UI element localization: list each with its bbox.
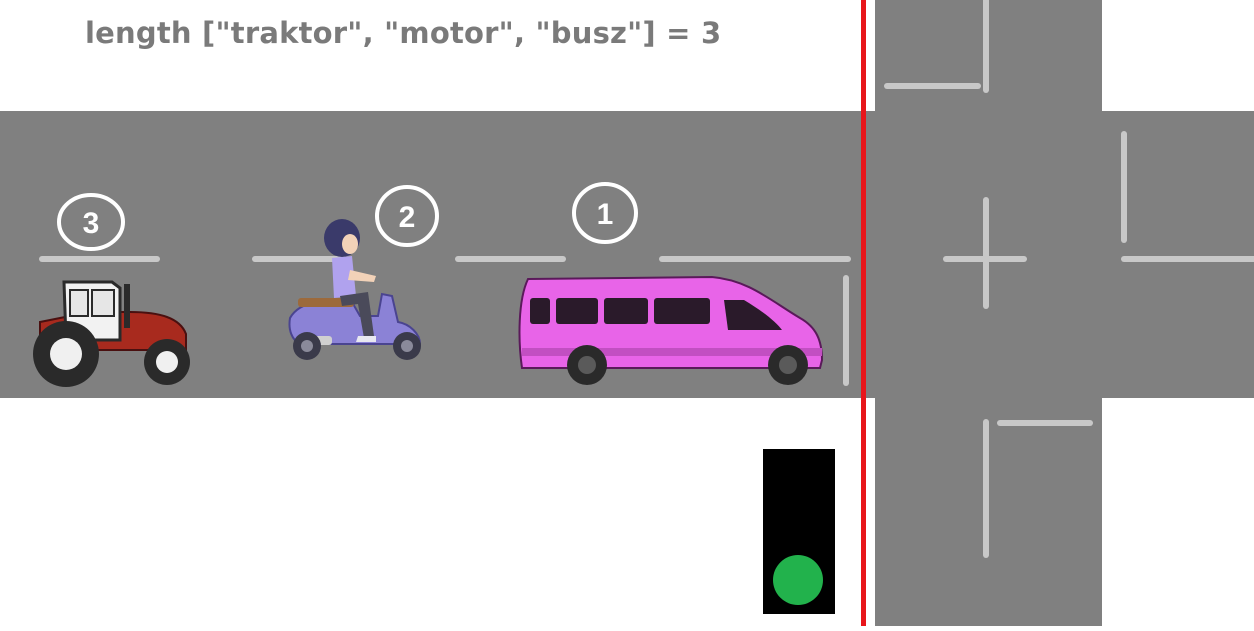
badge-circle: [57, 193, 125, 251]
green-light-icon: [773, 555, 823, 605]
stop-line: [861, 0, 866, 626]
queue-badge-2: 2: [375, 185, 439, 247]
traffic-light: [763, 449, 835, 614]
lane-markings: [39, 0, 1254, 558]
badge-circle: [375, 185, 439, 247]
badge-circle: [572, 182, 638, 244]
page-title: length ["traktor", "motor", "busz"] = 3: [85, 16, 722, 50]
badge-number: 3: [83, 207, 100, 240]
badge-number: 2: [399, 201, 416, 234]
scooter-icon: [288, 219, 422, 360]
tractor-icon: [33, 280, 190, 387]
queue-badge-1: 1: [572, 182, 638, 244]
queue-badge-3: 3: [57, 193, 125, 251]
bus-icon: [518, 275, 824, 385]
badge-number: 1: [597, 198, 614, 231]
